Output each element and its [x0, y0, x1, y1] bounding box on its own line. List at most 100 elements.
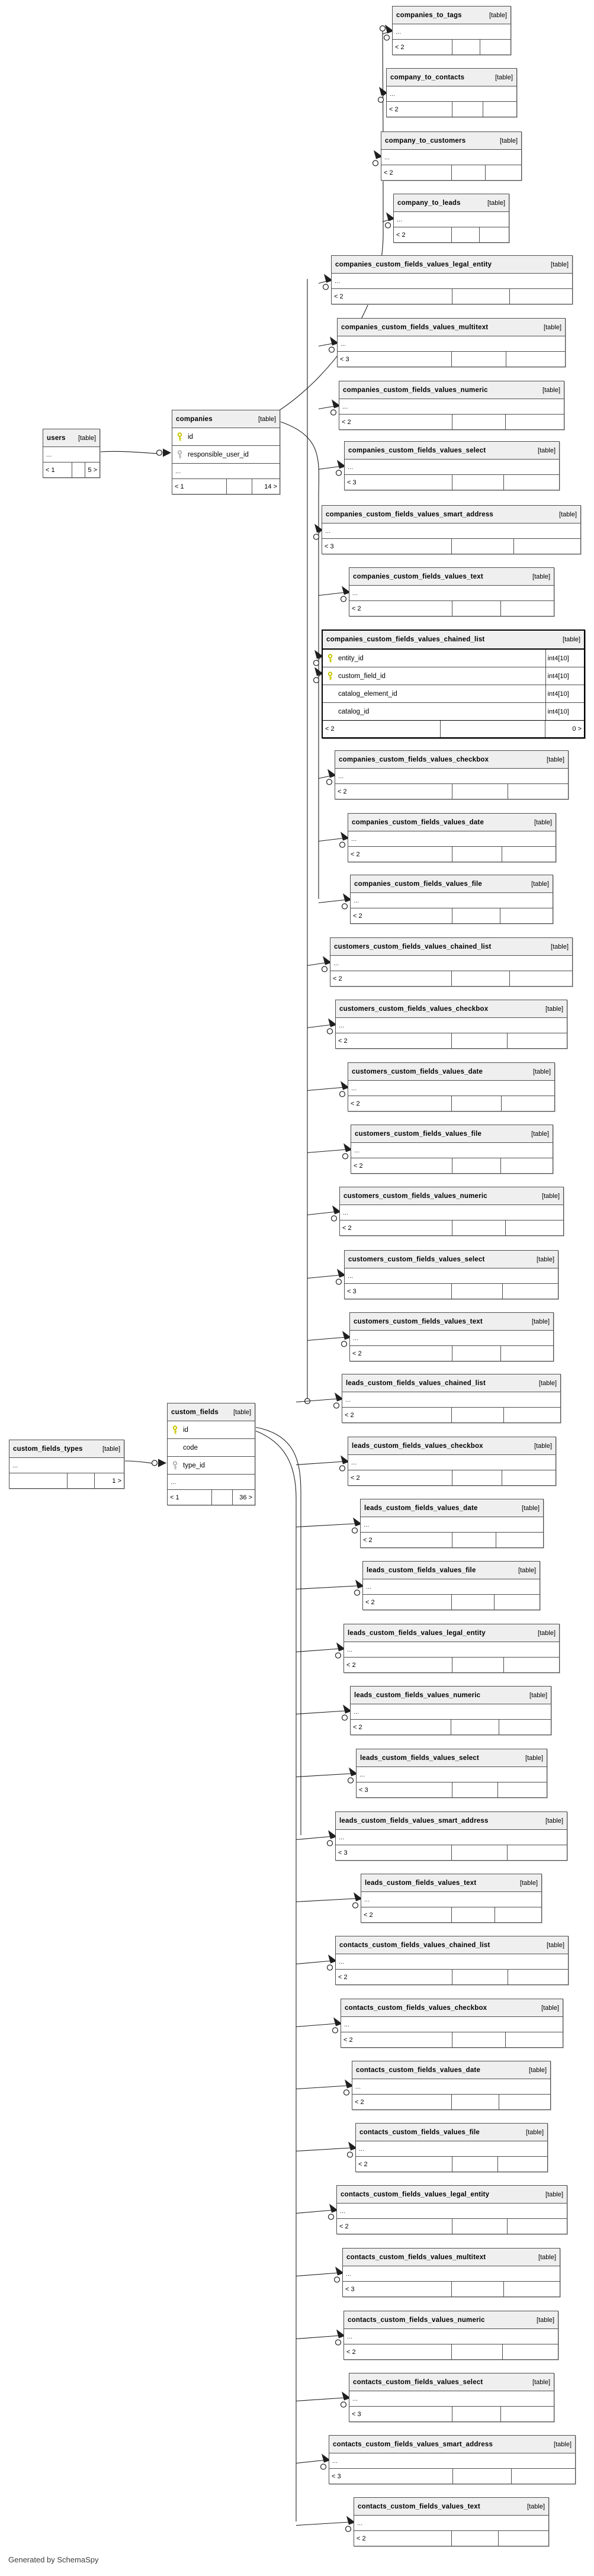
table-companies_custom_fields_values_smart_address[interactable]: companies_custom_fields_values_smart_add…: [322, 505, 581, 554]
table-name[interactable]: companies_custom_fields_values_select: [348, 447, 486, 454]
crows-foot-arrow-icon: [342, 2391, 351, 2401]
table-customers_custom_fields_values_select[interactable]: customers_custom_fields_values_select[ta…: [344, 1250, 558, 1299]
table-companies_custom_fields_values_file[interactable]: companies_custom_fields_values_file[tabl…: [350, 875, 553, 924]
table-name[interactable]: leads_custom_fields_values_smart_address: [339, 1817, 489, 1825]
table-companies_custom_fields_values_date[interactable]: companies_custom_fields_values_date[tabl…: [348, 813, 556, 862]
table-company_to_leads[interactable]: company_to_leads[table]...< 2: [393, 194, 509, 243]
table-customers_custom_fields_values_chained_list[interactable]: customers_custom_fields_values_chained_l…: [330, 937, 573, 987]
table-name[interactable]: leads_custom_fields_values_text: [365, 1879, 477, 1887]
table-name[interactable]: leads_custom_fields_values_select: [360, 1754, 479, 1762]
table-name[interactable]: companies_to_tags: [396, 11, 462, 19]
table-companies_custom_fields_values_legal_entity[interactable]: companies_custom_fields_values_legal_ent…: [331, 255, 573, 304]
table-companies_custom_fields_values_chained_list[interactable]: companies_custom_fields_values_chained_l…: [322, 629, 585, 738]
table-companies_custom_fields_values_multitext[interactable]: companies_custom_fields_values_multitext…: [337, 318, 566, 367]
table-name[interactable]: customers_custom_fields_values_text: [354, 1318, 483, 1325]
table-leads_custom_fields_values_legal_entity[interactable]: leads_custom_fields_values_legal_entity[…: [343, 1624, 560, 1673]
table-name[interactable]: leads_custom_fields_values_legal_entity: [348, 1629, 486, 1637]
table-name[interactable]: company_to_contacts: [390, 73, 465, 81]
table-name[interactable]: leads_custom_fields_values_numeric: [354, 1691, 481, 1699]
table-companies_custom_fields_values_text[interactable]: companies_custom_fields_values_text[tabl…: [349, 567, 554, 616]
table-name[interactable]: companies_custom_fields_values_multitext: [341, 323, 489, 331]
table-customers_custom_fields_values_numeric[interactable]: customers_custom_fields_values_numeric[t…: [339, 1187, 564, 1236]
table-companies_custom_fields_values_select[interactable]: companies_custom_fields_values_select[ta…: [344, 441, 560, 490]
footer-mid-cell: [451, 2407, 501, 2421]
table-name[interactable]: contacts_custom_fields_values_select: [353, 2378, 483, 2386]
table-name[interactable]: leads_custom_fields_values_date: [364, 1504, 478, 1512]
table-customers_custom_fields_values_file[interactable]: customers_custom_fields_values_file[tabl…: [351, 1125, 553, 1174]
table-contacts_custom_fields_values_chained_list[interactable]: contacts_custom_fields_values_chained_li…: [335, 1936, 569, 1985]
table-contacts_custom_fields_values_date[interactable]: contacts_custom_fields_values_date[table…: [352, 2061, 551, 2110]
table-name[interactable]: customers_custom_fields_values_date: [352, 1068, 483, 1075]
table-customers_custom_fields_values_text[interactable]: customers_custom_fields_values_text[tabl…: [349, 1312, 554, 1361]
table-custom_fields_types[interactable]: custom_fields_types[table]...1 >: [9, 1440, 124, 1489]
table-name[interactable]: companies_custom_fields_values_date: [352, 818, 484, 826]
columns-ellipsis: ...: [354, 897, 359, 904]
table-contacts_custom_fields_values_multitext[interactable]: contacts_custom_fields_values_multitext[…: [342, 2248, 560, 2297]
table-name[interactable]: companies_custom_fields_values_text: [353, 573, 483, 580]
table-name[interactable]: companies_custom_fields_values_smart_add…: [326, 510, 494, 518]
table-name[interactable]: custom_fields: [171, 1408, 219, 1416]
table-name[interactable]: contacts_custom_fields_values_date: [356, 2066, 481, 2074]
table-name[interactable]: companies_custom_fields_values_legal_ent…: [335, 261, 492, 268]
table-leads_custom_fields_values_numeric[interactable]: leads_custom_fields_values_numeric[table…: [350, 1686, 551, 1735]
table-name[interactable]: customers_custom_fields_values_file: [355, 1130, 482, 1138]
table-name[interactable]: contacts_custom_fields_values_chained_li…: [339, 1941, 490, 1949]
edge-stub: [296, 2084, 353, 2090]
table-name[interactable]: company_to_leads: [397, 199, 461, 207]
table-name[interactable]: contacts_custom_fields_values_file: [359, 2128, 480, 2136]
table-name[interactable]: users: [47, 434, 66, 442]
table-name[interactable]: leads_custom_fields_values_chained_list: [346, 1379, 486, 1387]
table-footer: < 2: [354, 2530, 548, 2546]
table-companies_custom_fields_values_checkbox[interactable]: companies_custom_fields_values_checkbox[…: [335, 750, 569, 799]
table-leads_custom_fields_values_date[interactable]: leads_custom_fields_values_date[table]..…: [360, 1499, 544, 1548]
table-leads_custom_fields_values_checkbox[interactable]: leads_custom_fields_values_checkbox[tabl…: [348, 1437, 556, 1486]
table-name[interactable]: companies: [176, 415, 213, 423]
footer-parent-count: < 2: [352, 1350, 362, 1357]
table-contacts_custom_fields_values_file[interactable]: contacts_custom_fields_values_file[table…: [355, 2123, 548, 2172]
table-company_to_customers[interactable]: company_to_customers[table]...< 2: [381, 131, 522, 181]
footer-mid-cell: [451, 2282, 503, 2296]
table-companies_to_tags[interactable]: companies_to_tags[table]...< 2: [392, 6, 511, 55]
table-kind-tag: [table]: [545, 1817, 563, 1825]
table-name[interactable]: companies_custom_fields_values_file: [354, 880, 483, 888]
table-name[interactable]: customers_custom_fields_values_chained_l…: [334, 943, 492, 950]
table-leads_custom_fields_values_select[interactable]: leads_custom_fields_values_select[table]…: [356, 1749, 547, 1798]
table-contacts_custom_fields_values_select[interactable]: contacts_custom_fields_values_select[tab…: [349, 2373, 554, 2422]
zero-cardinality-circle-icon: [384, 222, 391, 229]
table-name[interactable]: leads_custom_fields_values_file: [367, 1566, 476, 1574]
crows-foot-arrow-icon: [374, 150, 383, 159]
table-name[interactable]: customers_custom_fields_values_numeric: [343, 1192, 487, 1200]
table-name[interactable]: contacts_custom_fields_values_text: [358, 2503, 480, 2510]
table-leads_custom_fields_values_text[interactable]: leads_custom_fields_values_text[table]..…: [361, 1874, 542, 1923]
table-name[interactable]: companies_custom_fields_values_chained_l…: [326, 636, 485, 643]
table-name[interactable]: contacts_custom_fields_values_smart_addr…: [333, 2440, 493, 2448]
table-leads_custom_fields_values_smart_address[interactable]: leads_custom_fields_values_smart_address…: [335, 1811, 567, 1861]
table-contacts_custom_fields_values_checkbox[interactable]: contacts_custom_fields_values_checkbox[t…: [341, 1999, 563, 2048]
table-name[interactable]: leads_custom_fields_values_checkbox: [352, 1442, 483, 1450]
table-contacts_custom_fields_values_numeric[interactable]: contacts_custom_fields_values_numeric[ta…: [343, 2311, 558, 2360]
column-row-type_id: type_id: [168, 1456, 255, 1474]
table-name[interactable]: customers_custom_fields_values_select: [348, 1255, 485, 1263]
table-name[interactable]: custom_fields_types: [13, 1445, 83, 1453]
table-companies_custom_fields_values_numeric[interactable]: companies_custom_fields_values_numeric[t…: [339, 381, 564, 430]
table-name[interactable]: customers_custom_fields_values_checkbox: [339, 1005, 489, 1013]
table-company_to_contacts[interactable]: company_to_contacts[table]...< 2: [386, 68, 517, 117]
table-customers_custom_fields_values_checkbox[interactable]: customers_custom_fields_values_checkbox[…: [335, 1000, 567, 1049]
table-leads_custom_fields_values_chained_list[interactable]: leads_custom_fields_values_chained_list[…: [342, 1374, 561, 1423]
table-customers_custom_fields_values_date[interactable]: customers_custom_fields_values_date[tabl…: [348, 1062, 555, 1112]
crows-foot-arrow-icon: [314, 667, 323, 676]
table-name[interactable]: contacts_custom_fields_values_numeric: [348, 2316, 485, 2324]
table-leads_custom_fields_values_file[interactable]: leads_custom_fields_values_file[table]..…: [362, 1561, 540, 1610]
table-name[interactable]: contacts_custom_fields_values_checkbox: [345, 2004, 487, 2012]
table-name[interactable]: companies_custom_fields_values_numeric: [343, 386, 488, 394]
table-contacts_custom_fields_values_legal_entity[interactable]: contacts_custom_fields_values_legal_enti…: [336, 2185, 567, 2234]
table-name[interactable]: companies_custom_fields_values_checkbox: [339, 756, 489, 763]
table-contacts_custom_fields_values_text[interactable]: contacts_custom_fields_values_text[table…: [354, 2497, 549, 2546]
table-name[interactable]: company_to_customers: [385, 137, 466, 144]
table-contacts_custom_fields_values_smart_address[interactable]: contacts_custom_fields_values_smart_addr…: [329, 2435, 576, 2484]
table-name[interactable]: contacts_custom_fields_values_legal_enti…: [341, 2190, 490, 2198]
table-name[interactable]: contacts_custom_fields_values_multitext: [346, 2253, 486, 2261]
